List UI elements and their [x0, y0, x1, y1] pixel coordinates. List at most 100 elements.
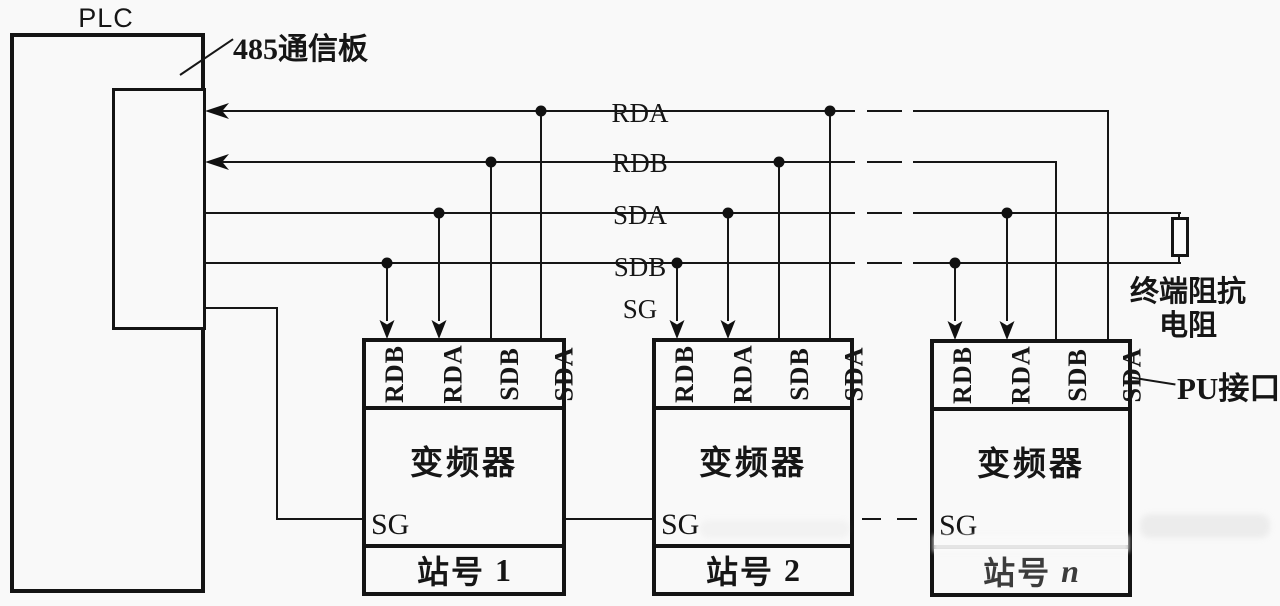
inv1-sda-riser-wire	[540, 111, 542, 340]
inv3-rda-drop-wire	[1006, 213, 1008, 321]
terminal-label: RDB	[947, 346, 977, 404]
junction-dot	[773, 156, 785, 168]
terminating-resistor-label-line2: 电阻	[1158, 310, 1217, 342]
terminal-label: SDA	[839, 346, 869, 402]
rda-bus-dashed-break	[855, 110, 915, 112]
inv2-terminal-rdb: RDB	[656, 342, 714, 406]
station-number: 2	[784, 551, 800, 588]
inv3-terminal-sda: SDA	[1105, 343, 1160, 407]
terminal-label: SDB	[495, 347, 525, 401]
junction-dot	[671, 257, 683, 269]
sdb-bus-wire-right	[913, 262, 1181, 264]
inverter-2-box: RDB RDA SDB SDA 变频器 SG 站号 2	[652, 338, 868, 596]
sg-wire-down	[276, 307, 278, 520]
sdb-bus-wire	[205, 262, 855, 264]
inv1-terminal-sda: SDA	[537, 342, 592, 406]
rdb-bus-wire-right	[913, 161, 1057, 163]
comm-board-callout-label: 485通信板	[233, 33, 368, 66]
inverter-2-terminal-strip: RDB RDA SDB SDA	[656, 342, 868, 410]
inverter-3-body: 变频器 SG	[934, 411, 1128, 549]
resistor-top-stub-wire	[1178, 213, 1180, 219]
junction-dot	[1001, 207, 1013, 219]
inv3-terminal-sdb: SDB	[1051, 343, 1105, 407]
inverter-1-sg-label: SG	[371, 508, 410, 541]
inverter-1-body: 变频器 SG	[366, 410, 562, 548]
plc-title: PLC	[78, 3, 134, 33]
station-prefix: 站号	[983, 555, 1052, 591]
inv1-terminal-rda: RDA	[424, 342, 483, 406]
comm-board-terminal-rda: RDA	[611, 98, 669, 128]
junction-dot	[722, 207, 734, 219]
junction-dot	[381, 257, 393, 269]
inverter-2-title: 变频器	[699, 446, 807, 482]
terminal-label: SDA	[1117, 347, 1147, 403]
comm-board-terminal-sdb: SDB	[613, 252, 667, 282]
junction-dot	[949, 257, 961, 269]
terminal-label: RDA	[438, 344, 468, 404]
inv3-terminal-rda: RDA	[992, 343, 1051, 407]
sda-bus-dashed-break	[855, 212, 915, 214]
sg-wire-from-board	[205, 307, 278, 309]
inv2-rda-drop-wire	[727, 213, 729, 321]
sda-bus-wire	[205, 212, 855, 214]
inv2-sdb-riser-wire	[778, 162, 780, 340]
rdb-to-inv3-sdb-wire	[1055, 161, 1057, 341]
terminal-label: RDA	[728, 344, 758, 404]
comm-board-terminal-sg: SG	[622, 294, 658, 324]
station-prefix: 站号	[416, 554, 485, 590]
sdb-bus-dashed-break	[855, 262, 915, 264]
inv1-sdb-riser-wire	[490, 162, 492, 340]
inv2-terminal-rda: RDA	[714, 342, 773, 406]
rda-to-inv3-sda-wire	[1107, 110, 1109, 341]
junction-dot	[433, 207, 445, 219]
pu-port-label: PU接口	[1177, 371, 1280, 406]
junction-dot	[824, 105, 836, 117]
inverter-2-sg-label: SG	[661, 508, 700, 541]
terminal-label: SDA	[549, 346, 579, 402]
sg-wire-dashed-inv2-to-inv3	[853, 518, 931, 520]
rda-bus-wire-right	[913, 110, 1109, 112]
inv3-rdb-drop-wire	[954, 263, 956, 321]
station-number: n	[1061, 552, 1079, 589]
junction-dot	[535, 105, 547, 117]
inv2-rdb-drop-wire	[676, 263, 678, 321]
inv1-terminal-rdb: RDB	[366, 342, 424, 406]
inv1-rda-drop-wire	[438, 213, 440, 321]
station-number: 1	[495, 551, 511, 588]
station-prefix: 站号	[705, 554, 774, 590]
resistor-bottom-stub-wire	[1178, 255, 1180, 264]
terminating-resistor	[1171, 217, 1189, 257]
inverter-3-title: 变频器	[977, 447, 1085, 483]
terminal-label: SDB	[785, 347, 815, 401]
rdb-bus-wire	[222, 161, 855, 163]
inverter-2-station-label: 站号 2	[656, 548, 850, 592]
sg-wire-to-inv1	[276, 518, 364, 520]
inverter-3-station-label: 站号 n	[934, 549, 1128, 593]
comm-board-box	[112, 88, 206, 330]
inverter-1-title: 变频器	[410, 446, 518, 482]
inverter-1-box: RDB RDA SDB SDA 变频器 SG 站号 1	[362, 338, 578, 596]
comm-board-terminal-sda: SDA	[612, 200, 667, 230]
inverter-1-station-label: 站号 1	[366, 548, 562, 592]
sg-wire-inv1-to-inv2	[564, 518, 654, 520]
terminating-resistor-label-line1: 终端阻抗	[1129, 276, 1246, 308]
inv2-sda-riser-wire	[829, 111, 831, 340]
inv1-terminal-sdb: SDB	[483, 342, 537, 406]
inv3-terminal-rdb: RDB	[934, 343, 992, 407]
inverter-2-body: 变频器 SG	[656, 410, 850, 548]
junction-dot	[485, 156, 497, 168]
inv2-terminal-sda: SDA	[827, 342, 882, 406]
terminal-label: SDB	[1063, 348, 1093, 402]
terminal-label: RDA	[1006, 345, 1036, 405]
inverter-1-terminal-strip: RDB RDA SDB SDA	[366, 342, 578, 410]
inverter-3-terminal-strip: RDB RDA SDB SDA	[934, 343, 1146, 411]
inv2-terminal-sdb: SDB	[773, 342, 827, 406]
terminal-label: RDB	[379, 345, 409, 403]
rdb-bus-dashed-break	[855, 161, 915, 163]
inverter-3-sg-label: SG	[939, 509, 978, 542]
sda-bus-wire-right	[913, 212, 1181, 214]
watermark-smudge	[1140, 514, 1270, 538]
comm-board-terminal-rdb: RDB	[612, 148, 668, 178]
inv1-rdb-drop-wire	[386, 263, 388, 321]
